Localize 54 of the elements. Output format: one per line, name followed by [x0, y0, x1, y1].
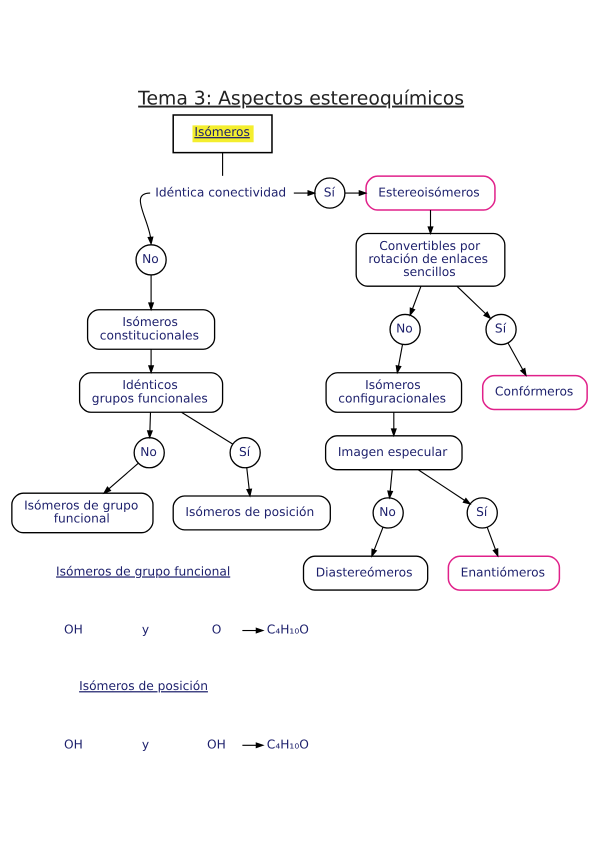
- node-text: Idéntica conectividad: [155, 184, 286, 199]
- arrow: [102, 462, 139, 494]
- node-box: Idénticos grupos funcionales: [78, 372, 224, 412]
- arrow: [345, 189, 368, 196]
- connector: [222, 152, 224, 176]
- node-box: Isómeros: [172, 114, 273, 153]
- label: Isómeros de grupo funcional: [56, 564, 230, 578]
- arrow: [508, 342, 527, 376]
- node-box: Isómeros de grupo funcional: [11, 492, 154, 533]
- node-box: Isómeros de posición: [172, 494, 331, 530]
- arrow: [246, 467, 252, 498]
- node-circle: Sí: [229, 436, 261, 468]
- node-circle: Sí: [314, 176, 346, 208]
- arrow: [427, 210, 434, 235]
- node-box: Diastereómeros: [302, 555, 428, 590]
- node-text: O: [212, 622, 222, 636]
- arrow: [410, 286, 422, 316]
- node-text: OH: [207, 737, 226, 751]
- node-box: Enantiómeros: [448, 554, 560, 590]
- node-box: Isómeros configuracionales: [325, 372, 462, 412]
- label: y: [142, 622, 150, 636]
- node-box: Imagen especular: [324, 434, 463, 470]
- node-text: C₄H₁₀O: [266, 737, 309, 751]
- arrow: [418, 468, 472, 504]
- node-box: Isómeros constitucionales: [86, 308, 216, 350]
- arrow: [146, 412, 153, 439]
- node-box: Confórmeros: [482, 374, 588, 410]
- arrow: [387, 469, 394, 500]
- diagram-title: Tema 3: Aspectos estereoquímicos: [138, 88, 464, 110]
- arrow: [242, 626, 265, 634]
- arrow: [294, 189, 316, 196]
- node-circle: Sí: [466, 496, 498, 528]
- connector: [181, 411, 234, 444]
- node-circle: No: [135, 244, 167, 276]
- arrow: [148, 274, 154, 311]
- label: OH: [64, 737, 83, 751]
- node-circle: No: [372, 496, 404, 528]
- arrow: [456, 286, 492, 319]
- node-circle: No: [134, 436, 165, 468]
- label: OH: [64, 622, 83, 636]
- label: y: [142, 737, 150, 751]
- label: Isómeros de posición: [79, 678, 208, 693]
- arrow: [148, 348, 154, 374]
- node-box: Convertibles por rotación de enlaces sencillos: [356, 232, 506, 286]
- arrow: [242, 742, 265, 748]
- node-box: Estereoisómeros: [365, 174, 496, 210]
- arrow: [140, 192, 154, 246]
- arrow: [486, 526, 498, 557]
- node-circle: No: [389, 313, 421, 345]
- node-text: C₄H₁₀O: [266, 622, 309, 636]
- arrow: [396, 344, 404, 374]
- node-circle: Sí: [485, 313, 517, 345]
- arrow: [371, 526, 384, 558]
- arrow: [390, 412, 397, 437]
